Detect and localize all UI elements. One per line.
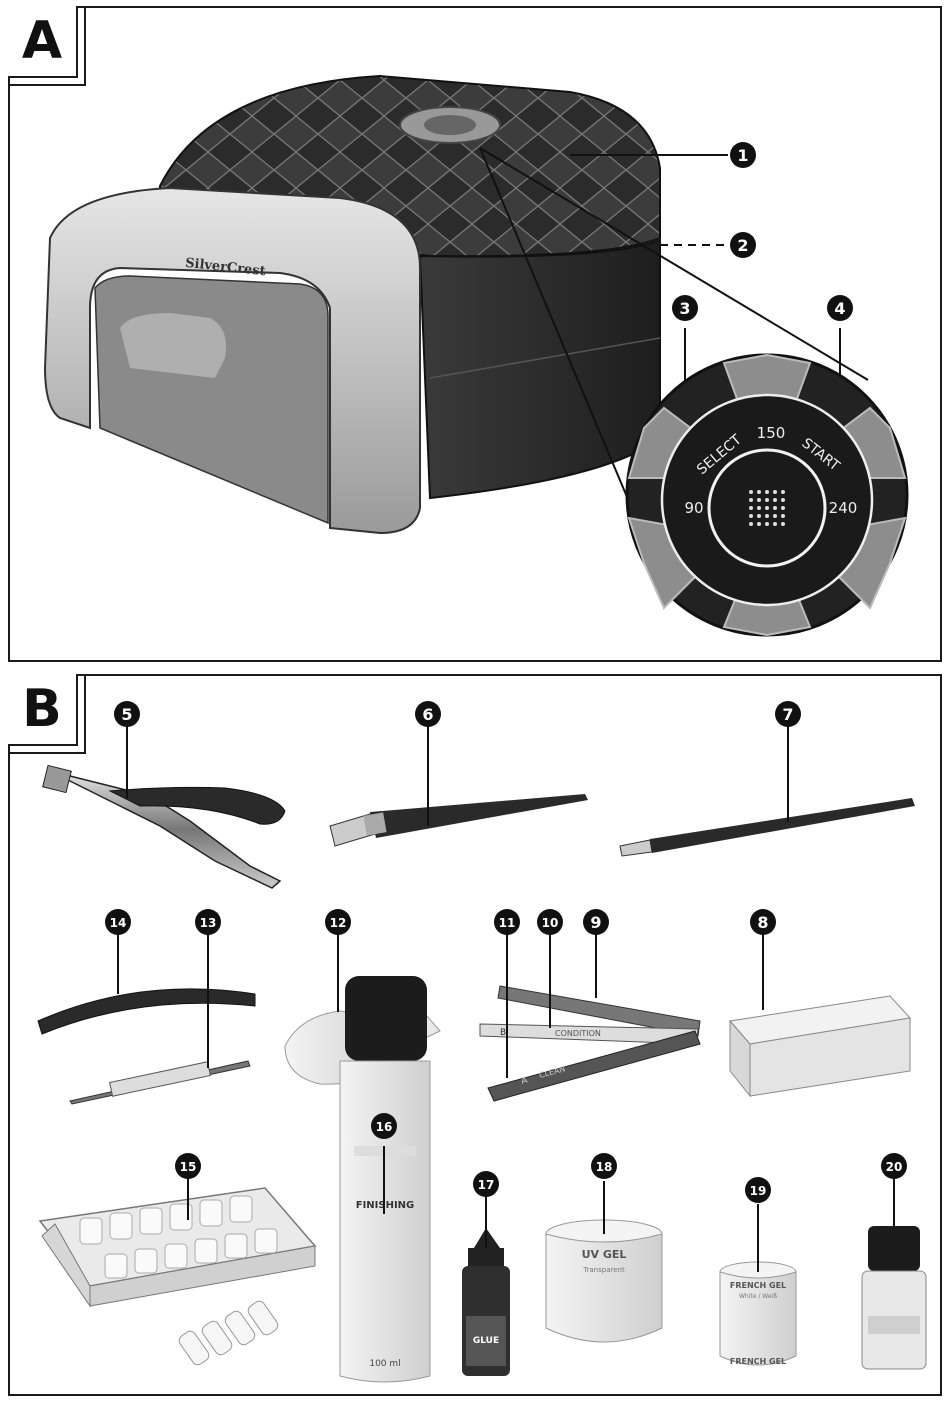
svg-text:4: 4: [834, 299, 845, 318]
callout-4: 4: [827, 295, 853, 321]
svg-text:20: 20: [886, 1160, 903, 1174]
svg-text:16: 16: [376, 1120, 393, 1134]
callout-10: 10: [537, 909, 563, 935]
uv-gel-jar: UV GEL Transparent: [545, 1219, 663, 1343]
lamp-opening: [94, 275, 329, 525]
callout-3: 3: [672, 295, 698, 321]
svg-text:3: 3: [679, 299, 690, 318]
svg-text:9: 9: [590, 913, 601, 932]
nail-lamp-illustration: SilverCrest: [43, 74, 909, 637]
callout-20: 20: [881, 1153, 907, 1179]
callout-17: 17: [473, 1171, 499, 1197]
svg-text:A: A: [520, 1075, 529, 1086]
callout-19: 19: [745, 1177, 771, 1203]
buffer-block: [729, 995, 911, 1098]
callout-13: 13: [195, 909, 221, 935]
figure-b-panel: B: [8, 674, 942, 1396]
svg-text:2: 2: [737, 236, 748, 255]
svg-text:19: 19: [750, 1184, 767, 1198]
callout-14: 14: [105, 909, 131, 935]
callout-9: 9: [583, 909, 609, 935]
svg-text:13: 13: [200, 916, 217, 930]
callout-2: 2: [730, 232, 756, 258]
nail-files: B CONDITION A CLEAN: [479, 985, 701, 1102]
svg-text:15: 15: [180, 1160, 197, 1174]
svg-text:UV GEL: UV GEL: [582, 1248, 627, 1261]
callout-11: 11: [494, 909, 520, 935]
svg-text:18: 18: [596, 1160, 613, 1174]
curved-file: [37, 988, 256, 1035]
figure-a-tag: A: [8, 6, 86, 86]
svg-text:6: 6: [422, 705, 433, 724]
svg-text:14: 14: [110, 916, 127, 930]
svg-text:B: B: [500, 1028, 506, 1038]
callout-6: 6: [415, 701, 441, 727]
angled-brush: [329, 794, 588, 847]
svg-text:Transparent: Transparent: [582, 1266, 625, 1274]
accessories-illustration: B CONDITION A CLEAN: [37, 701, 927, 1383]
svg-text:8: 8: [757, 913, 768, 932]
flat-brush: [619, 798, 915, 857]
svg-text:12: 12: [330, 916, 347, 930]
lamp-front-frame: [43, 186, 421, 535]
svg-text:5: 5: [121, 705, 132, 724]
svg-text:CONDITION: CONDITION: [555, 1029, 601, 1038]
nail-tips-box: [38, 1187, 317, 1366]
svg-text:11: 11: [499, 916, 516, 930]
lamp-side: [418, 238, 661, 500]
callout-7: 7: [775, 701, 801, 727]
led-grid-icon: [749, 490, 785, 526]
svg-text:FRENCH GEL: FRENCH GEL: [730, 1281, 786, 1290]
time-240-label: 240: [829, 499, 858, 517]
time-150-label: 150: [757, 424, 786, 442]
nail-tip-cutter: [42, 764, 286, 889]
callout-8: 8: [750, 909, 776, 935]
finishing-bottle: FINISHING 100 ml: [339, 976, 431, 1383]
callout-18: 18: [591, 1153, 617, 1179]
callout-16: 16: [371, 1113, 397, 1139]
svg-text:7: 7: [782, 705, 793, 724]
french-gel-jar: FRENCH GEL White / Weiß FRENCH GEL: [719, 1261, 797, 1366]
figure-b-tag: B: [8, 674, 86, 754]
svg-text:White / Weiß: White / Weiß: [739, 1293, 777, 1300]
svg-text:FRENCH GEL: FRENCH GEL: [730, 1357, 786, 1366]
cuticle-pusher: [69, 1060, 251, 1105]
callout-1: 1: [730, 142, 756, 168]
svg-text:100 ml: 100 ml: [369, 1359, 400, 1369]
svg-text:17: 17: [478, 1178, 495, 1192]
glue-bottle: GLUE: [462, 1228, 510, 1376]
callout-5: 5: [114, 701, 140, 727]
control-dial-magnified: SELECT START 150 90 240: [625, 353, 909, 637]
time-90-label: 90: [684, 499, 703, 517]
svg-text:GLUE: GLUE: [473, 1336, 499, 1346]
callout-15: 15: [175, 1153, 201, 1179]
nail-polish-bottle: [861, 1226, 927, 1370]
svg-text:10: 10: [542, 916, 559, 930]
callout-12: 12: [325, 909, 351, 935]
figure-a-panel: A SilverCrest: [8, 6, 942, 662]
svg-text:1: 1: [737, 146, 748, 165]
